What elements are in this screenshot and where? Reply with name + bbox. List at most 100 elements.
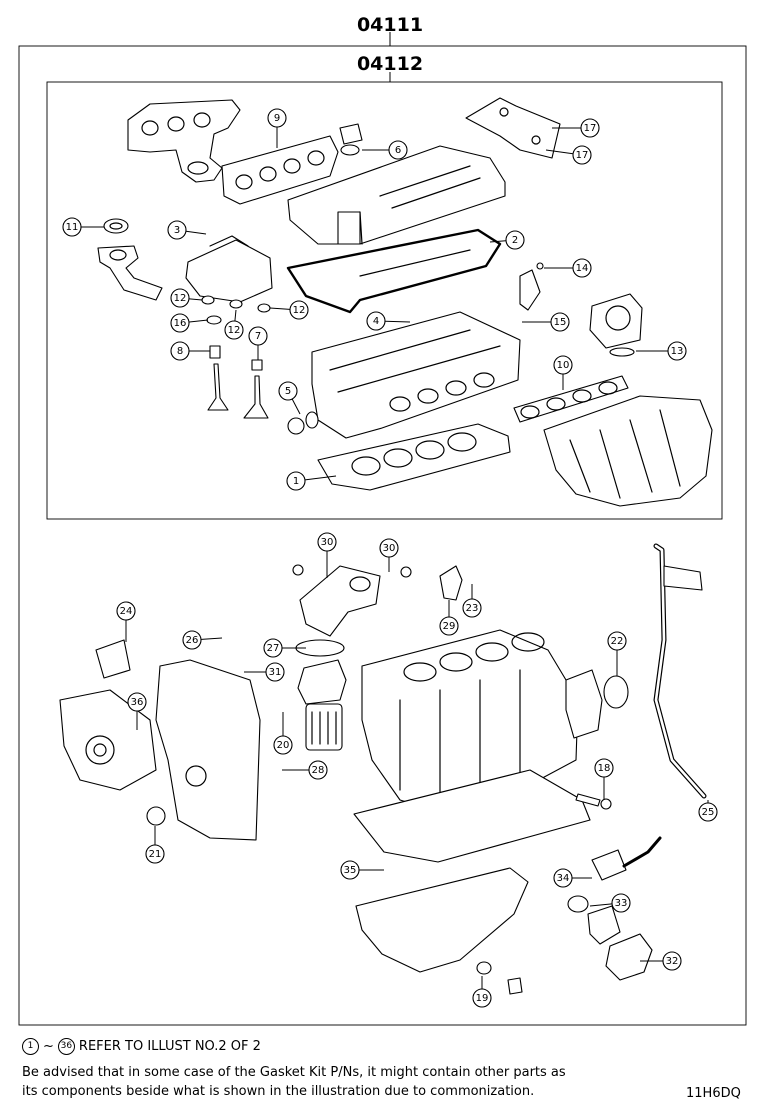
callout-number: 4 bbox=[373, 316, 379, 327]
callout-12: 12 bbox=[170, 288, 203, 308]
callout-26: 26 bbox=[182, 630, 223, 650]
water-outlet bbox=[292, 564, 412, 637]
callout-30: 30 bbox=[317, 532, 337, 578]
callout-16: 16 bbox=[170, 313, 209, 333]
callout-number: 14 bbox=[576, 263, 589, 274]
callout-circle bbox=[286, 471, 306, 491]
callout-8: 8 bbox=[170, 341, 210, 361]
callout-number: 36 bbox=[131, 697, 144, 708]
callout-13: 13 bbox=[636, 341, 687, 361]
exhaust-manifold-gasket bbox=[221, 135, 339, 205]
callout-17: 17 bbox=[552, 118, 600, 138]
callout-22: 22 bbox=[607, 631, 627, 676]
callout-23: 23 bbox=[462, 584, 482, 618]
o-ring-13 bbox=[609, 347, 635, 357]
callout-number: 7 bbox=[255, 331, 261, 342]
callout-9: 9 bbox=[267, 108, 287, 148]
callout-number: 26 bbox=[186, 635, 199, 646]
callout-number: 29 bbox=[443, 621, 456, 632]
camshaft-seal bbox=[287, 411, 319, 435]
intake-manifold bbox=[543, 395, 713, 507]
seal-21 bbox=[146, 806, 166, 826]
callout-number: 31 bbox=[269, 667, 282, 678]
callout-28: 28 bbox=[282, 760, 328, 780]
callout-number: 17 bbox=[576, 150, 589, 161]
callout-circle bbox=[170, 288, 190, 308]
callout-number: 18 bbox=[598, 763, 611, 774]
callout-circle bbox=[340, 860, 360, 880]
thermostat bbox=[567, 895, 621, 945]
sensor-24 bbox=[95, 639, 131, 679]
refer-text: REFER TO ILLUST NO.2 OF 2 bbox=[78, 1039, 261, 1054]
gasket-29 bbox=[439, 565, 463, 601]
callout-circle bbox=[127, 692, 147, 712]
oil-filler-cap bbox=[339, 123, 363, 156]
callout-circle bbox=[182, 630, 202, 650]
callout-3: 3 bbox=[167, 220, 207, 240]
callout-12: 12 bbox=[269, 300, 309, 320]
callout-10: 10 bbox=[553, 355, 573, 390]
callout-14: 14 bbox=[544, 258, 592, 278]
callout-25: 25 bbox=[698, 800, 718, 822]
callout-30: 30 bbox=[379, 538, 399, 572]
callout-36: 36 bbox=[127, 692, 147, 730]
dipstick-tube bbox=[653, 543, 707, 799]
callout-18: 18 bbox=[594, 758, 614, 800]
callout-number: 24 bbox=[120, 606, 133, 617]
callout-circle bbox=[366, 311, 386, 331]
refer-line: 1 ~ 36 REFER TO ILLUST NO.2 OF 2 bbox=[22, 1038, 261, 1055]
callout-number: 15 bbox=[554, 317, 567, 328]
callout-number: 8 bbox=[177, 346, 183, 357]
callout-number: 35 bbox=[344, 865, 357, 876]
seal-ring-11 bbox=[103, 218, 129, 234]
callout-number: 32 bbox=[666, 956, 679, 967]
callout-circle bbox=[388, 140, 408, 160]
inner-frame bbox=[46, 81, 723, 520]
throttle-body bbox=[589, 293, 643, 349]
callout-circle bbox=[472, 988, 492, 1008]
water-pump bbox=[59, 689, 157, 791]
callout-29: 29 bbox=[439, 600, 459, 636]
callout-5: 5 bbox=[278, 381, 301, 415]
callout-number: 2 bbox=[512, 235, 518, 246]
callout-33: 33 bbox=[589, 893, 631, 913]
callout-circle bbox=[594, 758, 614, 778]
callout-circle bbox=[289, 300, 309, 320]
oil-filter bbox=[305, 703, 343, 751]
callout-circle bbox=[505, 230, 525, 250]
timing-chain-cover bbox=[155, 659, 261, 841]
callout-circle bbox=[167, 220, 187, 240]
cylinder-block bbox=[361, 629, 579, 813]
head-cover-gasket bbox=[286, 228, 502, 314]
callout-circle bbox=[273, 735, 293, 755]
callout-number: 22 bbox=[611, 636, 624, 647]
callout-4: 4 bbox=[366, 311, 411, 331]
callout-number: 28 bbox=[312, 765, 325, 776]
callout-circle bbox=[170, 341, 190, 361]
callout-circle bbox=[662, 951, 682, 971]
bolt-18 bbox=[575, 793, 612, 810]
refer-start-circle: 1 bbox=[22, 1038, 39, 1055]
callout-number: 23 bbox=[466, 603, 479, 614]
callout-number: 10 bbox=[557, 360, 570, 371]
callout-circle bbox=[248, 326, 268, 346]
callout-circle bbox=[278, 381, 298, 401]
callout-circle bbox=[379, 538, 399, 558]
callout-circle bbox=[550, 312, 570, 332]
callout-35: 35 bbox=[340, 860, 384, 880]
cylinder-head-cover bbox=[287, 145, 506, 245]
callout-number: 25 bbox=[702, 807, 715, 818]
callout-number: 12 bbox=[174, 293, 187, 304]
callout-circle bbox=[667, 341, 687, 361]
callout-31: 31 bbox=[244, 662, 285, 682]
refer-end-circle: 36 bbox=[57, 1038, 75, 1055]
callout-number: 34 bbox=[557, 873, 570, 884]
callout-number: 17 bbox=[584, 123, 597, 134]
oil-filter-bracket bbox=[295, 639, 347, 705]
callout-number: 1 bbox=[293, 476, 299, 487]
callout-circle bbox=[62, 217, 82, 237]
callout-number: 33 bbox=[615, 898, 628, 909]
callout-circle bbox=[553, 868, 573, 888]
rear-seal-retainer bbox=[565, 669, 629, 739]
